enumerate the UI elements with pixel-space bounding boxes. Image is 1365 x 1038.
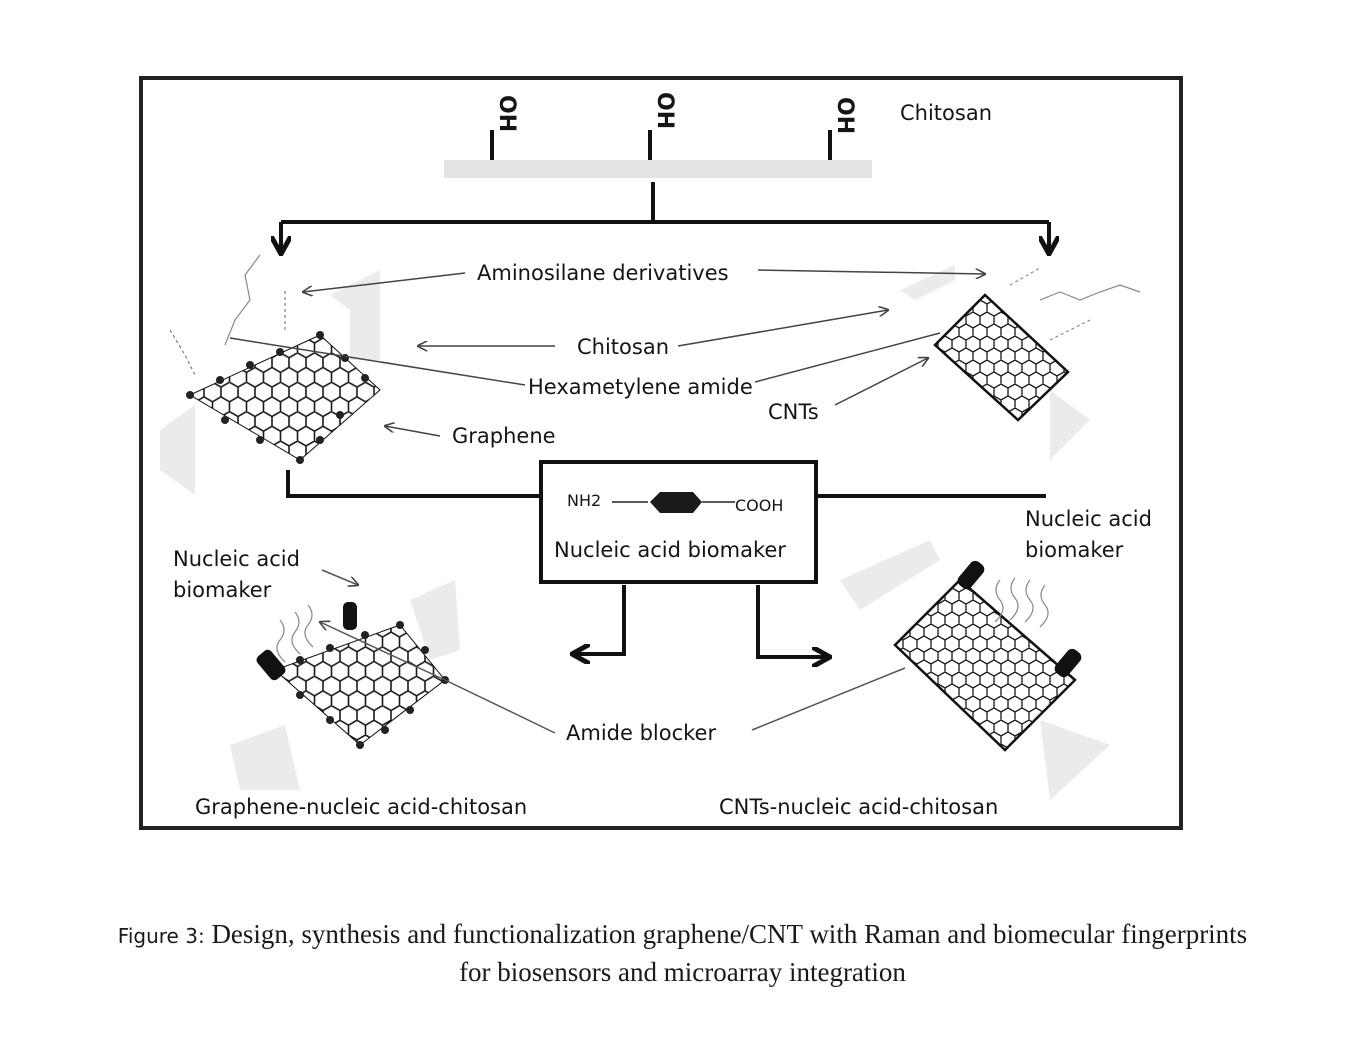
graphene-label: Graphene xyxy=(452,424,556,448)
graphene-sheet-top xyxy=(169,254,381,464)
oh-group-2: OH xyxy=(652,92,677,129)
caption-figure-number: Figure 3: xyxy=(117,924,205,948)
chitosan-backbone xyxy=(444,160,872,178)
caption-line1: Design, synthesis and functionalization … xyxy=(204,919,1248,949)
figure-caption: Figure 3: Design, synthesis and function… xyxy=(0,916,1365,990)
middle-connector xyxy=(286,470,1046,498)
right-marker-label-line2: biomaker xyxy=(1025,538,1124,562)
aminosilane-label: Aminosilane derivatives xyxy=(477,261,729,285)
chitosan-top-label: Chitosan xyxy=(900,101,992,125)
graphene-product-title: Graphene-nucleic acid-chitosan xyxy=(195,795,527,819)
hexamethylene-label: Hexametylene amide xyxy=(528,375,753,399)
biomarker-box xyxy=(539,460,818,584)
probe-icon xyxy=(343,602,357,630)
probe-icon xyxy=(1054,648,1082,678)
right-marker-label-line1: Nucleic acid xyxy=(1025,507,1152,531)
cnt-tube-top xyxy=(933,267,1141,422)
output-arrows xyxy=(574,585,828,657)
cnt-tube-bottom xyxy=(893,560,1082,752)
oh-group-1: OH xyxy=(494,95,519,132)
amide-blocker-label: Amide blocker xyxy=(566,721,716,745)
decorative-chevrons xyxy=(160,265,1110,800)
amide-blocker-pointers xyxy=(320,622,906,734)
left-marker-label-line2: biomaker xyxy=(173,578,272,602)
probe-icon xyxy=(256,649,286,681)
chitosan-label: Chitosan xyxy=(577,335,669,359)
oh-groups xyxy=(490,130,832,160)
biomarker-box-label: Nucleic acid biomaker xyxy=(554,538,786,562)
cnts-label: CNTs xyxy=(768,400,819,424)
biomarker-probe-icon xyxy=(650,492,702,513)
probe-icon xyxy=(957,560,985,590)
cooh-group: COOH xyxy=(735,496,783,515)
oh-group-3: OH xyxy=(832,97,857,134)
nh2-group: NH2 xyxy=(567,491,601,510)
left-marker-label-line1: Nucleic acid xyxy=(173,547,300,571)
cnt-product-title: CNTs-nucleic acid-chitosan xyxy=(719,795,998,819)
split-arrow xyxy=(281,182,1049,252)
pointer-lines xyxy=(229,270,985,437)
caption-line2: for biosensors and microarray integratio… xyxy=(459,957,906,987)
